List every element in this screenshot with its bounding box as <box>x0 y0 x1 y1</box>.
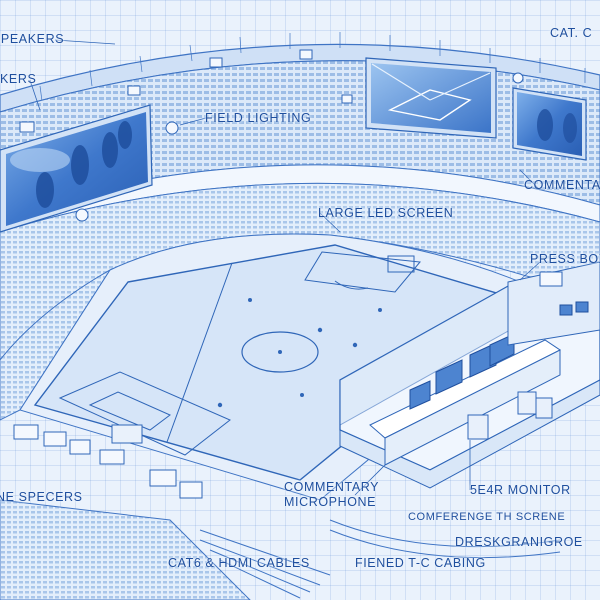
label-commentary-microphone-2: MICROPHONE <box>284 495 377 509</box>
label-large-led-screen: LARGE LED SCREEN <box>318 206 454 220</box>
left-video-screen <box>0 104 153 233</box>
large-led-screen <box>365 57 497 139</box>
callout-leader-lines <box>29 39 541 496</box>
label-press-box: PRESS BOX <box>530 252 600 266</box>
football-pitch <box>33 244 522 481</box>
cable-runs <box>199 519 561 599</box>
label-design-group: DRESKGRANIGROE <box>455 535 583 549</box>
field-lights <box>19 49 524 222</box>
label-s4r-monitor: 5E4R MONITOR <box>470 483 571 497</box>
press-box-structure <box>339 261 600 489</box>
label-commentary-microphone-1: COMMENTARY <box>284 480 380 494</box>
label-speakers-top: SPEAKERS <box>0 32 65 46</box>
lower-left-stand <box>0 499 251 600</box>
label-conference-screen: COMFERENGE TH SCRENE <box>408 511 566 523</box>
label-fiber-cabling: FIENED T-C CABING <box>355 556 486 570</box>
roof-truss-ticks <box>39 32 586 102</box>
label-cables: CAT6 & HDMI CABLES <box>168 556 310 570</box>
label-cat-top: CAT. C <box>550 26 593 40</box>
label-line-speakers: NE SPECERS <box>0 490 83 504</box>
label-speakers-mid: KERS <box>0 72 37 86</box>
label-field-lighting: FIELD LIGHTING <box>205 111 312 125</box>
right-side-screen <box>512 87 587 161</box>
label-commentary: COMMENTA <box>524 178 600 192</box>
